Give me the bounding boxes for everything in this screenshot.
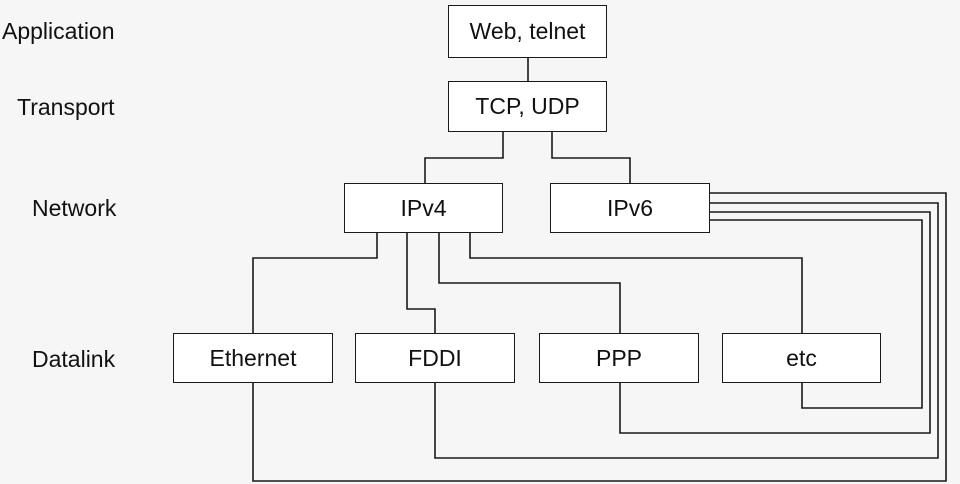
node-etc: etc	[722, 333, 881, 383]
layer-label-datalink: Datalink	[32, 346, 116, 372]
connector-ipv6-ppp	[619, 211, 931, 434]
connector-ipv4-fddi	[406, 233, 436, 333]
connector-ipv4-ppp	[438, 233, 621, 333]
connector-ipv6-fddi	[434, 202, 939, 459]
connector-ipv6-etc	[710, 219, 923, 409]
layer-label-transport: Transport	[17, 94, 115, 120]
node-tcp-udp: TCP, UDP	[448, 81, 607, 132]
layer-label-network: Network	[32, 195, 117, 221]
layer-label-application: Application	[2, 18, 115, 44]
connector-ipv6-ethernet	[252, 192, 947, 482]
connector-transport-ipv4	[424, 132, 504, 183]
node-ethernet: Ethernet	[173, 333, 333, 383]
node-web-telnet: Web, telnet	[448, 5, 607, 58]
node-ipv4: IPv4	[344, 183, 503, 233]
node-ppp: PPP	[539, 333, 699, 383]
node-ipv6: IPv6	[550, 183, 710, 233]
connector-ipv4-etc	[469, 233, 803, 333]
connector-transport-ipv6	[551, 132, 631, 183]
connector-ipv4-ethernet	[252, 233, 378, 333]
node-fddi: FDDI	[355, 333, 515, 383]
